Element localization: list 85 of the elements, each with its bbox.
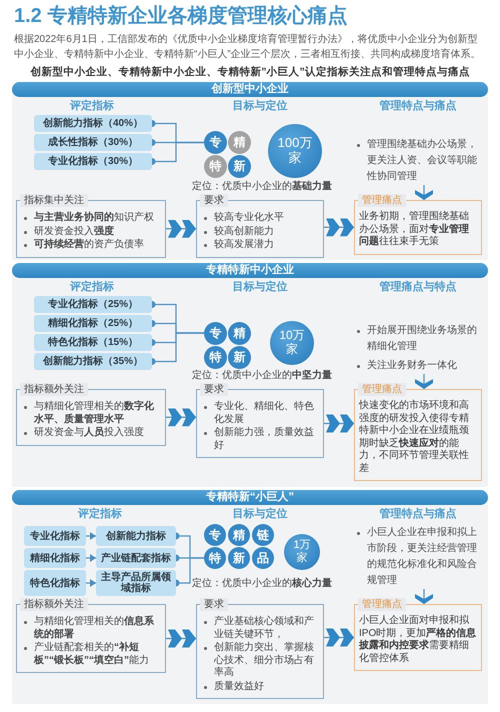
- indicator-box: 成长性指标（30%）: [34, 134, 152, 151]
- column-heading: 目标与定位: [232, 281, 288, 294]
- indicator-box: 特色化指标（15%）: [34, 334, 152, 351]
- character-circle: 专: [204, 131, 227, 154]
- section-header: 专精特新中小企业: [12, 263, 488, 278]
- column-heading: 评定指标: [70, 100, 114, 113]
- character-circle: 专: [204, 322, 227, 344]
- triangle-arrow: [86, 579, 96, 587]
- box-heading: 要求: [200, 383, 228, 396]
- column-heading: 评定指标: [70, 281, 114, 294]
- positioning-text: 定位：优质中小企业的基础力量: [192, 181, 332, 193]
- bullet-item: 小巨人企业在申报和拟上市阶段，更关注经营管理的规范化标准化和风险合规管理: [354, 525, 482, 589]
- positioning-text: 定位：优质中小企业的核心力量: [192, 578, 332, 590]
- character-circle: 特: [204, 346, 227, 368]
- character-circle: 精: [228, 131, 251, 154]
- box-heading: 指标额外关注: [20, 598, 88, 611]
- bullet-item: 创新能力强，质量效益好: [201, 427, 319, 452]
- section-header: 创新型中小企业: [12, 82, 488, 97]
- triangle-arrow: [86, 532, 96, 540]
- bullet-item: 创新能力突出、掌握核心技术、细分市场占有率高: [201, 642, 319, 680]
- section-panel: [12, 490, 488, 704]
- indicator-box: 创新能力指标: [96, 526, 176, 546]
- character-circle: 特: [204, 155, 227, 178]
- box-heading: 要求: [200, 194, 228, 207]
- box-heading: 指标集中关注: [20, 194, 88, 207]
- column-heading: 管理特点与痛点: [380, 100, 456, 113]
- indicator-box: 精细化指标: [24, 548, 86, 568]
- indicator-box: 创新能力指标（35%）: [34, 353, 152, 370]
- box-heading: 管理痛点: [358, 194, 406, 207]
- column-heading: 管理特点与痛点: [380, 508, 456, 521]
- box-heading: 要求: [200, 598, 228, 611]
- pain-point-text: 快速变化的市场环境和高强度的研发投入使得专精特新中小企业在业绩瓶颈期时缺乏快速应对的能力，不同环节管理关联性差: [359, 400, 470, 475]
- triangle-arrow: [86, 554, 96, 562]
- character-circle: 品: [252, 547, 274, 569]
- bullet-item: 与精细化管理相关的信息系统的部署: [21, 616, 161, 641]
- indicator-box: 创新能力指标（40%）: [34, 115, 152, 132]
- column-heading: 管理痛点与特点: [380, 281, 456, 294]
- bullet-item: 管理围绕基础办公场景，更关注人资、会议等职能性协同管理: [354, 137, 482, 185]
- positioning-text: 定位：优质中小企业的中坚力量: [192, 370, 332, 382]
- character-circle: 精: [228, 322, 251, 344]
- indicator-box: 专业化指标（25%）: [34, 296, 152, 313]
- bullet-item: 较高发展潜力: [201, 239, 319, 252]
- pain-point-text: 小巨人企业面对申报和拟IPO时期，更加严格的信息披露和内控要求需要精细化管控体系: [359, 615, 477, 665]
- indicator-box: 主导产品所属领域指标: [96, 570, 176, 596]
- column-heading: 评定指标: [78, 508, 122, 521]
- character-circle: 链: [252, 524, 274, 546]
- column-heading: 目标与定位: [232, 508, 288, 521]
- indicator-box: 专业化指标（30%）: [34, 153, 152, 170]
- character-circle: 新: [228, 547, 250, 569]
- section-panel: [12, 263, 488, 487]
- indicator-box: 专业化指标: [24, 526, 86, 546]
- count-circle: 1万家: [284, 534, 320, 570]
- count-circle: 100万家: [268, 124, 322, 178]
- character-circle: 专: [204, 524, 226, 546]
- pain-point-text: 业务初期，管理围绕基础办公场景，面对专业管理问题往往束手无策: [359, 211, 470, 248]
- bullet-item: 关注业务财务一体化: [354, 358, 482, 374]
- bullet-item: 产业链配套相关的“补短板”“锻长板”“填空白”能力: [21, 642, 161, 667]
- bullet-item: 可持续经营的资产负债率: [21, 239, 161, 252]
- bullet-item: 产业基础核心领域和产业链关键环节，: [201, 616, 319, 641]
- bullet-item: 较高专业化水平: [201, 212, 319, 224]
- character-circle: 新: [228, 346, 251, 368]
- bullet-item: 质量效益好: [201, 680, 319, 693]
- box-heading: 指标额外关注: [20, 383, 88, 396]
- bullet-item: 专业化、精细化、特色化发展: [201, 401, 319, 426]
- character-circle: 特: [204, 547, 226, 569]
- bullet-item: 开始展开围绕业务场景的精细化管理: [354, 323, 482, 355]
- bullet-item: 研发资金投入强度: [21, 226, 161, 238]
- indicator-box: 特色化指标: [24, 570, 86, 596]
- intro-paragraph: 根据2022年6月1日，工信部发布的《优质中小企业梯度培育管理暂行办法》，将优质中小企业分为创新型中小企业、专精特新中小企业、专精特新“小巨人”企业三个层次，三者相互衔接、共同构成梯度培育体系。: [14, 32, 482, 62]
- indicator-box: 产业链配套指标: [96, 548, 176, 568]
- indicator-box: 精细化指标（25%）: [34, 315, 152, 332]
- count-circle: 10万家: [270, 321, 314, 365]
- character-circle: 新: [228, 155, 251, 178]
- bullet-item: 与精细化管理相关的数字化水平、质量管理水平: [21, 401, 161, 426]
- bullet-item: 研发资金与人员投入强度: [21, 427, 161, 440]
- section-header: 专精特新“小巨人”: [12, 490, 488, 505]
- character-circle: 精: [228, 524, 250, 546]
- bullet-item: 与主营业务协同的知识产权: [21, 212, 161, 224]
- column-heading: 目标与定位: [232, 100, 288, 113]
- bullet-item: 较高创新能力: [201, 226, 319, 238]
- box-heading: 管理痛点: [358, 383, 406, 396]
- box-heading: 管理痛点: [358, 598, 406, 611]
- page-title: 1.2 专精特新企业各梯度管理核心痛点: [14, 5, 348, 27]
- section-panel: [12, 82, 488, 260]
- chart-subtitle: 创新型中小企业、专精特新中小企业、专精特新”小巨人”认定指标关注点和管理特点与痛点: [30, 66, 470, 79]
